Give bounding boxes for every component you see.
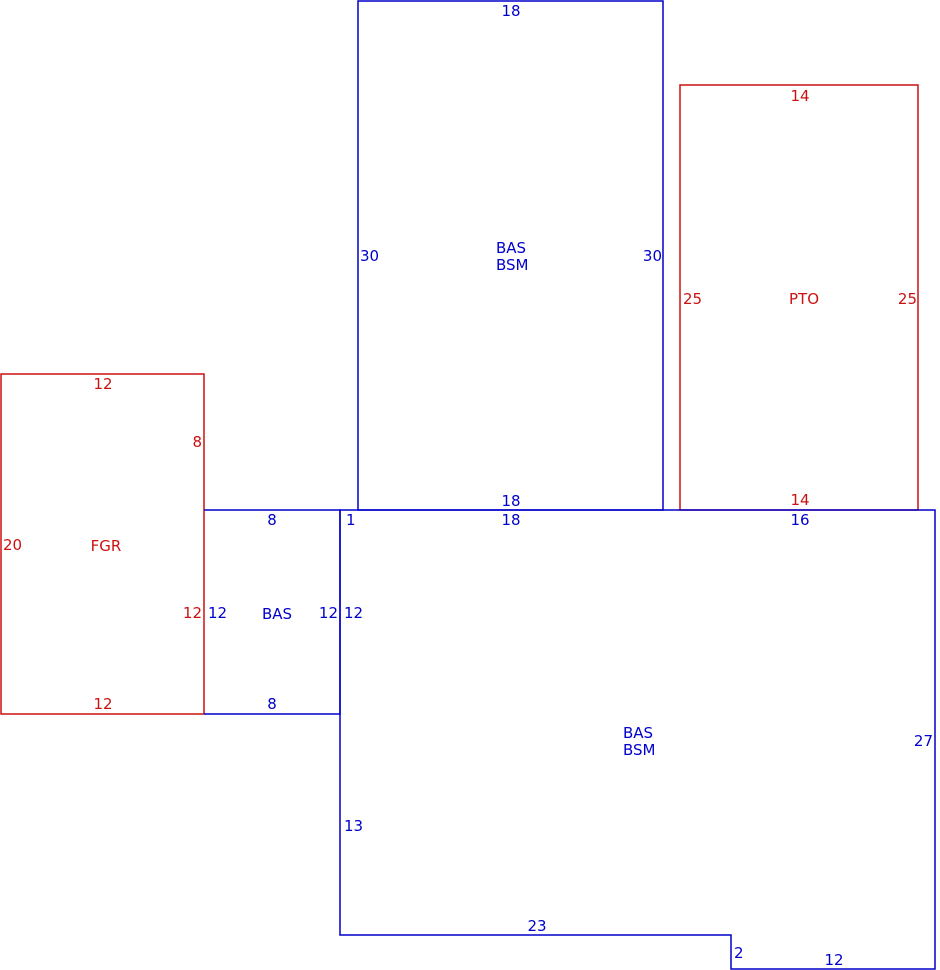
small-bas-left-dim: 12 <box>208 604 227 622</box>
main-bas-top-right-dim: 16 <box>790 511 809 529</box>
main-bas-right-dim: 27 <box>914 732 933 750</box>
main-bas-left-upper-dim: 12 <box>344 604 363 622</box>
upper-bas-name-line1: BAS <box>496 239 526 257</box>
upper-bas-top-dim: 18 <box>501 2 520 20</box>
main-bas-bottom-right-dim: 12 <box>824 951 843 969</box>
fgr-top-dim: 12 <box>93 375 112 393</box>
main-bas-name-line1: BAS <box>623 724 653 742</box>
fgr-right-upper-dim: 8 <box>192 433 202 451</box>
pto-bottom-dim: 14 <box>790 491 809 509</box>
pto-left-dim: 25 <box>683 290 702 308</box>
main-bas-outline <box>339 509 936 970</box>
main-bas-bottom-mid-dim: 23 <box>527 917 546 935</box>
fgr-bottom-dim: 12 <box>93 695 112 713</box>
fgr-right-lower-dim: 12 <box>183 604 202 622</box>
small-bas-right-dim: 12 <box>319 604 338 622</box>
upper-bas-right-dim: 30 <box>643 247 662 265</box>
upper-bas-bottom-dim: 18 <box>501 492 520 510</box>
small-bas-bottom-dim: 8 <box>267 695 277 713</box>
main-bas-name-line2: BSM <box>623 741 656 759</box>
fgr-outline <box>0 373 205 715</box>
main-bas-step-dim: 2 <box>734 944 744 962</box>
main-bas-top-mid-dim: 18 <box>501 511 520 529</box>
fgr-name: FGR <box>91 537 122 555</box>
pto-top-dim: 14 <box>790 87 809 105</box>
pto-name: PTO <box>789 290 819 308</box>
pto-right-dim: 25 <box>898 290 917 308</box>
small-bas-top-dim: 8 <box>267 511 277 529</box>
main-bas-left-lower-dim: 13 <box>344 817 363 835</box>
upper-bas-name-line2: BSM <box>496 256 529 274</box>
upper-bas-left-dim: 30 <box>360 247 379 265</box>
small-bas-name: BAS <box>262 605 292 623</box>
fgr-left-dim: 20 <box>3 536 22 554</box>
main-bas-top-left-dim: 1 <box>346 511 356 529</box>
